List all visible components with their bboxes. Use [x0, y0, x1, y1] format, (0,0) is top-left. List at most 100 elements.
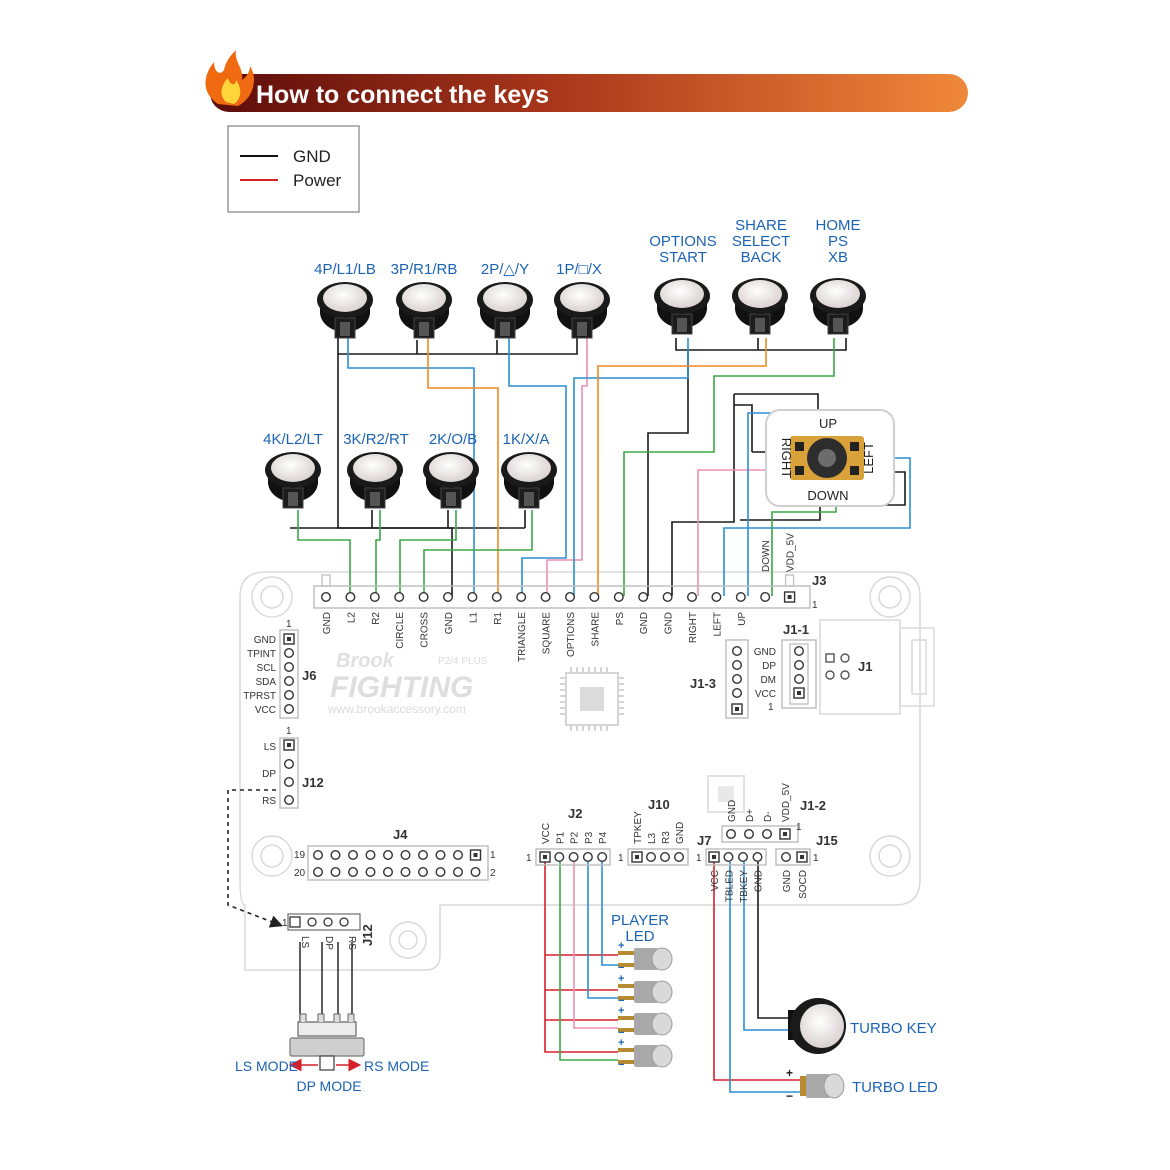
player-led-label-line2: LED — [625, 928, 654, 945]
pin — [321, 592, 332, 603]
j7-pin-label: TBLED — [725, 870, 736, 902]
player-led-3: +− — [618, 1005, 673, 1039]
j3-pin-label: SHARE — [590, 612, 601, 647]
pin — [794, 660, 805, 671]
led-plus-label: + — [618, 940, 624, 952]
header: How to connect the keys — [205, 50, 968, 112]
mount-hole — [869, 576, 911, 618]
mode-switch-pin1: 1 — [282, 918, 288, 929]
joystick-shaft — [818, 449, 836, 467]
mount-hole — [878, 844, 902, 868]
joystick: UP DOWN LEFT RIGHT — [765, 409, 895, 507]
pin — [284, 690, 295, 701]
button-label-3k: 3K/R2/RT — [343, 431, 409, 448]
j4-left-top: 19 — [294, 850, 306, 861]
pin — [726, 829, 737, 840]
board-outline — [239, 571, 921, 971]
pin — [284, 759, 295, 770]
pin — [711, 592, 722, 603]
pin — [369, 592, 380, 603]
wires — [227, 322, 911, 1093]
j12-pin1-label: 1 — [286, 726, 292, 737]
j4-right-top: 1 — [490, 850, 496, 861]
j1-2-pin-label: VDD_5V — [781, 783, 792, 822]
header-bar — [210, 74, 968, 112]
mode-switch-j12: J12 — [360, 924, 375, 946]
j1-1-label: J1-1 — [783, 622, 809, 637]
pin — [589, 592, 600, 603]
j3-pin-label: TRIANGLE — [517, 612, 528, 662]
player-led-2: +− — [618, 973, 673, 1007]
gnd-wire — [647, 350, 689, 596]
brand-url: www.brookaccessory.com — [327, 702, 466, 716]
dp-mode-label: DP MODE — [296, 1078, 361, 1094]
pin — [491, 592, 502, 603]
j6-pin-label: VCC — [255, 705, 276, 716]
button-label-xb: XB — [828, 249, 848, 266]
connector-j1-2: J1-2 1 — [721, 798, 826, 843]
pin — [732, 674, 743, 685]
turbo-led-power-wire — [713, 862, 800, 1081]
j2-pin-label: P4 — [598, 831, 609, 844]
right-wire — [697, 469, 786, 596]
r1-wire — [427, 338, 499, 596]
pin — [467, 592, 478, 603]
j3-pin-label: RIGHT — [688, 612, 699, 643]
cross-wire — [423, 510, 533, 596]
j3-pin-label: L2 — [346, 612, 357, 624]
pin — [348, 850, 359, 861]
pin — [794, 646, 805, 657]
top-button-labels: 4P/L1/LB 3P/R1/RB 2P/△/Y 1P/□/X — [314, 261, 602, 278]
pin — [345, 592, 356, 603]
j4-label: J4 — [393, 827, 408, 842]
turbo-key-wire — [743, 862, 788, 1031]
j15-pin-label: GND — [782, 870, 793, 892]
j1-2-pin-label: GND — [727, 800, 738, 822]
pin — [470, 867, 481, 878]
pin — [418, 592, 429, 603]
button-label-ps: PS — [828, 233, 848, 250]
p2-wire — [573, 862, 618, 1029]
turbo-gnd-wire — [757, 862, 788, 1019]
right-button-labels: OPTIONS START SHARE SELECT BACK HOME PS … — [649, 217, 860, 266]
j4-left-bottom: 20 — [294, 868, 306, 879]
j10-pin-label: TPKEY — [633, 811, 644, 844]
mount-hole — [260, 585, 284, 609]
arcade-button-top-3 — [477, 282, 533, 339]
mode-switch-rs: RS — [346, 936, 357, 950]
j3-pin-label: CIRCLE — [395, 612, 406, 649]
button-label-4k: 4K/L2/LT — [263, 431, 323, 448]
j10-pin-label: L3 — [647, 832, 658, 844]
j7-pin1-label: 1 — [696, 853, 702, 864]
j3-pin-label: VDD_5V — [786, 533, 797, 572]
led-plus-label: + — [618, 1005, 624, 1017]
joystick-gnd-wire — [740, 505, 821, 521]
pin — [762, 829, 773, 840]
led-plus-label: + — [618, 1037, 624, 1049]
j1-1-pin1-label: 1 — [768, 702, 774, 713]
button-label-select: SELECT — [732, 233, 790, 250]
button-label-home: HOME — [816, 217, 861, 234]
led-minus-label: − — [618, 1059, 624, 1071]
button-label-1k: 1K/X/A — [503, 431, 550, 448]
j7-pin-label: TBKEY — [739, 870, 750, 903]
j15-pin-label: SOCD — [798, 870, 809, 899]
j3-pin-label: R2 — [371, 612, 382, 625]
arcade-button-top-4 — [554, 282, 610, 339]
j3-pin-label: UP — [737, 612, 748, 626]
button-label-share: SHARE — [735, 217, 787, 234]
j3-pin-label: GND — [444, 612, 455, 634]
buttons — [265, 278, 866, 509]
j1-2-pin-label: D+ — [745, 809, 756, 822]
mount-hole — [878, 585, 902, 609]
page-title: How to connect the keys — [256, 81, 549, 109]
j7-label: J7 — [697, 833, 711, 848]
pin — [330, 850, 341, 861]
j3-pin1-label: 1 — [812, 600, 818, 611]
button-label-4p: 4P/L1/LB — [314, 261, 376, 278]
j10-pin1-label: 1 — [618, 853, 624, 864]
pin — [284, 704, 295, 715]
j3-pin-label: L1 — [468, 612, 479, 624]
j15-label: J15 — [816, 833, 838, 848]
mount-hole — [398, 930, 418, 950]
